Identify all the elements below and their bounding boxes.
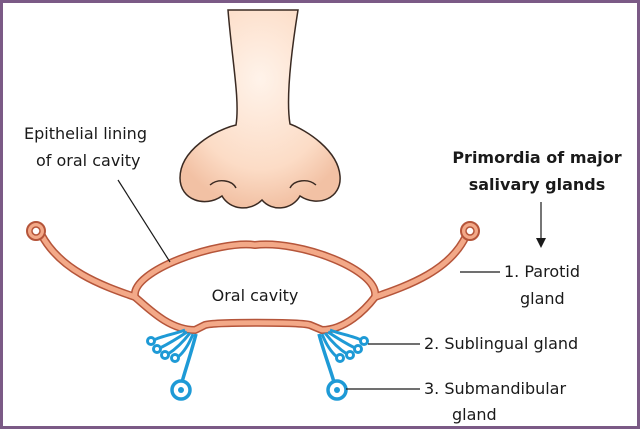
primordia-label-line2: salivary glands xyxy=(469,175,606,194)
nose-illustration xyxy=(180,10,340,208)
parotid-label-line1: 1. Parotid xyxy=(504,262,580,281)
primordia-label-line1: Primordia of major xyxy=(452,148,621,167)
epithelial-label-line1: Epithelial lining xyxy=(24,124,147,143)
submandibular-label-line1: 3. Submandibular xyxy=(424,379,566,398)
parotid-label-line2: gland xyxy=(520,289,565,308)
oral-cavity-label: Oral cavity xyxy=(212,286,299,305)
primordia-arrow-icon xyxy=(536,238,546,248)
sublingual-buds-left xyxy=(148,330,194,362)
leader-lines xyxy=(118,180,541,389)
epithelial-lining xyxy=(27,222,479,330)
submandibular-bud-left xyxy=(172,334,196,399)
sublingual-buds-right xyxy=(322,330,368,362)
submandibular-label-line2: gland xyxy=(452,405,497,424)
sublingual-label: 2. Sublingual gland xyxy=(424,334,578,353)
epithelial-label-line2: of oral cavity xyxy=(36,151,140,170)
epithelial-leader xyxy=(118,180,170,262)
